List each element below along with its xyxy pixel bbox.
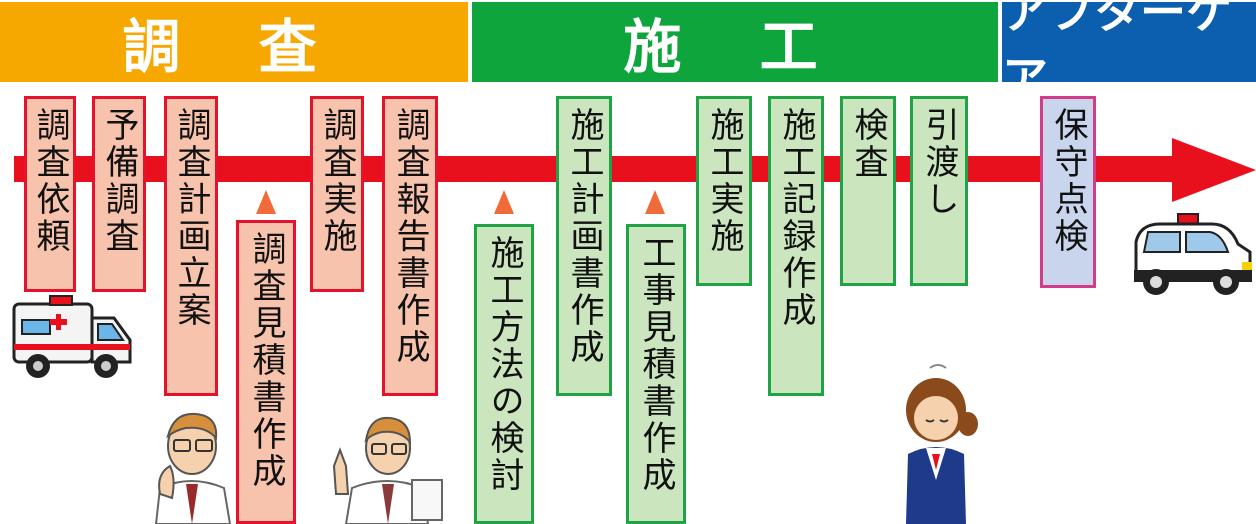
- phase-construction-header: 施 工: [472, 2, 998, 82]
- step-label: 施工方法の検討: [484, 235, 524, 494]
- step-survey-request: 調査依頼: [24, 96, 76, 292]
- step-construction-record: 施工記録作成: [768, 96, 824, 396]
- ambulance-icon: [12, 295, 132, 378]
- step-handover: 引渡し: [910, 96, 968, 286]
- step-label: 調査実施: [317, 107, 357, 255]
- step-marker-triangle: [494, 190, 514, 214]
- phase-survey-header: 調 査: [0, 2, 468, 82]
- presenting-researcher-icon: [332, 416, 443, 524]
- step-survey-plan: 調査計画立案: [164, 96, 218, 396]
- patrol-car-icon: [1134, 213, 1252, 295]
- step-construction-method: 施工方法の検討: [474, 224, 534, 524]
- step-construction-execution: 施工実施: [696, 96, 752, 286]
- step-construction-plan: 施工計画書作成: [556, 96, 612, 396]
- step-maintenance: 保守点検: [1040, 96, 1096, 288]
- step-label: 調査依頼: [30, 107, 70, 255]
- thinking-researcher-icon: [154, 412, 232, 524]
- step-inspection: 検査: [840, 96, 896, 286]
- step-label: 予備調査: [99, 107, 139, 255]
- step-survey-report: 調査報告書作成: [382, 96, 438, 396]
- step-survey-estimate: 調査見積書作成: [236, 220, 296, 524]
- phase-aftercare-label: アフターケア: [1002, 0, 1232, 105]
- step-label: 調査報告書作成: [390, 107, 430, 366]
- step-label: 施工計画書作成: [564, 107, 604, 366]
- step-marker-triangle: [645, 190, 665, 214]
- step-survey-execution: 調査実施: [310, 96, 364, 292]
- bowing-staff-icon: [906, 364, 978, 524]
- phase-aftercare-header: アフターケア: [1002, 0, 1256, 105]
- step-label: 施工実施: [704, 107, 744, 255]
- step-label: 調査見積書作成: [246, 231, 286, 490]
- step-label: 調査計画立案: [171, 107, 211, 329]
- step-label: 工事見積書作成: [636, 235, 676, 494]
- step-label: 検査: [848, 107, 888, 181]
- timeline-arrow-head: [1172, 138, 1256, 202]
- step-label: 施工記録作成: [776, 107, 816, 329]
- step-marker-triangle: [256, 190, 276, 214]
- step-construction-estimate: 工事見積書作成: [626, 224, 686, 524]
- step-label: 保守点検: [1048, 107, 1088, 255]
- phase-construction-label: 施 工: [623, 13, 847, 81]
- step-preliminary-survey: 予備調査: [92, 96, 146, 292]
- step-label: 引渡し: [919, 107, 959, 218]
- phase-survey-label: 調 査: [122, 13, 346, 81]
